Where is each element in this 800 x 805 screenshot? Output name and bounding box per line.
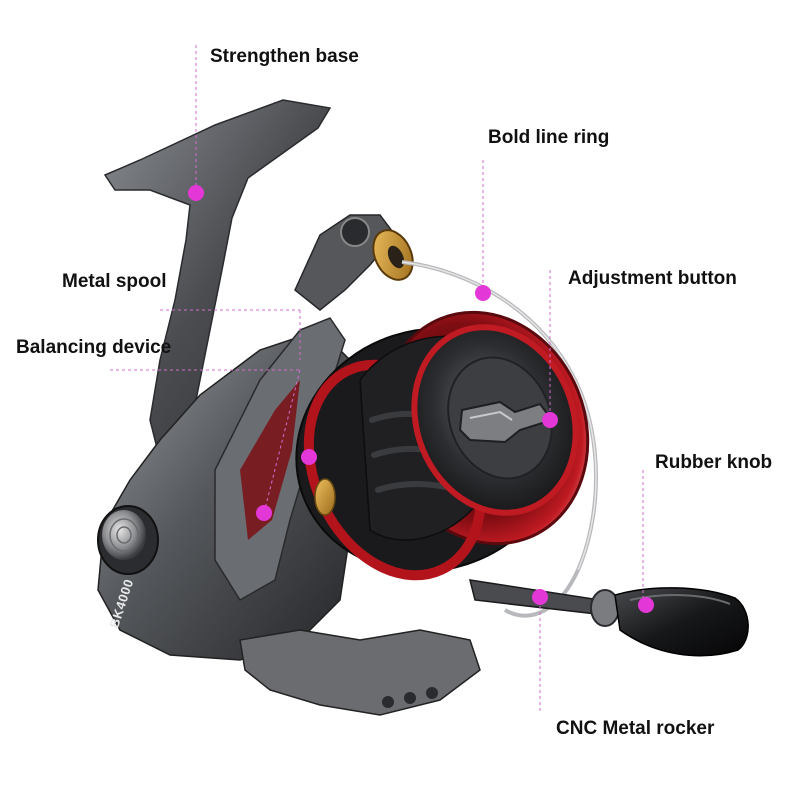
label-rubber-knob: Rubber knob: [655, 452, 773, 473]
side-cap: [97, 505, 159, 575]
label-strengthen-base: Strengthen base: [210, 46, 359, 67]
marker-cnc-rocker: [532, 589, 548, 605]
marker-bold-line-ring: [475, 285, 491, 301]
label-balancing-device: Balancing device: [16, 337, 172, 358]
label-adjustment-button: Adjustment button: [568, 268, 737, 289]
bail-pivot: [340, 217, 370, 247]
leader-lines: [110, 45, 644, 712]
label-bold-line-ring: Bold line ring: [488, 127, 610, 148]
marker-adjustment-button: [542, 412, 558, 428]
label-cnc-metal-rocker: CNC Metal rocker: [556, 718, 715, 739]
adjustment-button: [458, 400, 554, 444]
marker-dots: [188, 185, 654, 613]
marker-strengthen-base: [188, 185, 204, 201]
reel-foot: [103, 99, 332, 453]
label-metal-spool: Metal spool: [62, 271, 167, 292]
marker-metal-spool: [301, 449, 317, 465]
marker-balancing-device: [256, 505, 272, 521]
balancing-screw: [314, 478, 336, 516]
marker-rubber-knob: [638, 597, 654, 613]
rotor-window: [240, 380, 300, 540]
housing-lower: [239, 629, 481, 716]
